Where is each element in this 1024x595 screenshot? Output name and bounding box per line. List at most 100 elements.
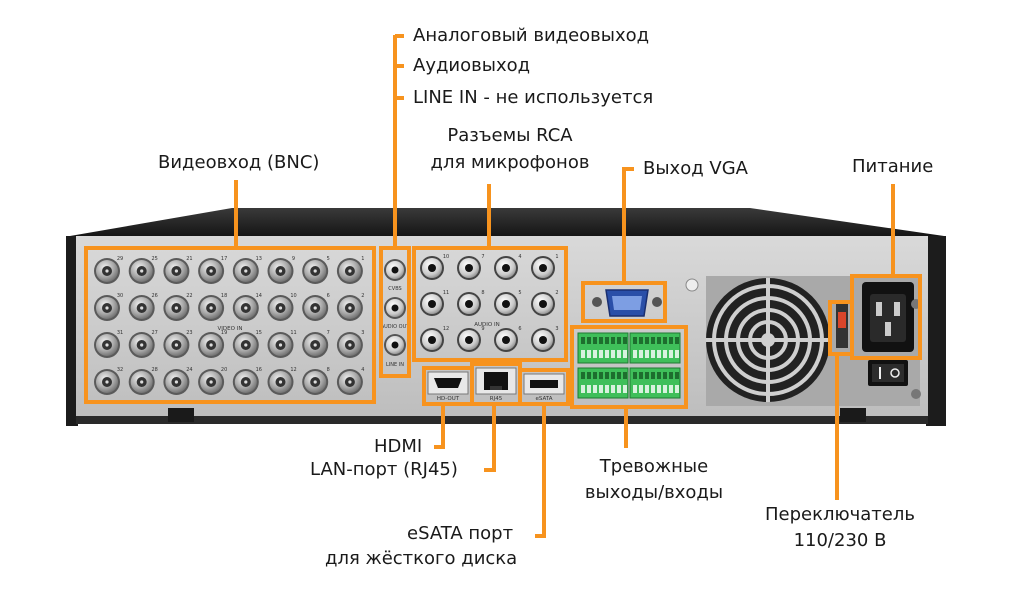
chassis-right-side bbox=[926, 236, 946, 426]
rca-channel-number: 11 bbox=[443, 290, 449, 296]
rca-connector-icon[interactable] bbox=[531, 292, 555, 316]
bnc-connector-icon[interactable] bbox=[128, 258, 155, 284]
bnc-channel-number: 20 bbox=[221, 367, 227, 373]
bnc-connector-icon[interactable] bbox=[128, 295, 155, 321]
bnc-connector-icon[interactable] bbox=[198, 258, 225, 284]
bnc-connector-icon[interactable] bbox=[302, 332, 329, 358]
bnc-connector-icon[interactable] bbox=[336, 369, 363, 395]
bnc-connector-icon[interactable] bbox=[198, 332, 225, 358]
rca-connector-icon[interactable] bbox=[457, 292, 481, 316]
rca-connector-icon[interactable] bbox=[457, 256, 481, 280]
bnc-channel-number: 14 bbox=[256, 293, 262, 299]
bnc-channel-number: 15 bbox=[256, 330, 262, 336]
rca-connector-icon[interactable] bbox=[494, 256, 518, 280]
bnc-channel-number: 6 bbox=[327, 293, 330, 299]
rca-channel-number: 1 bbox=[555, 254, 558, 260]
bnc-channel-number: 23 bbox=[186, 330, 192, 336]
callout-esata-line2: для жёсткого диска bbox=[325, 548, 518, 569]
rca-channel-number: 7 bbox=[481, 254, 484, 260]
hdmi-port-icon[interactable] bbox=[427, 371, 469, 395]
bnc-connector-icon[interactable] bbox=[94, 369, 120, 395]
bnc-connector-icon[interactable] bbox=[128, 369, 155, 395]
rca-connector-icon[interactable] bbox=[457, 328, 481, 352]
highlight-alarm bbox=[570, 325, 688, 409]
bnc-channel-number: 1 bbox=[361, 256, 364, 262]
bnc-connector-icon[interactable] bbox=[94, 295, 120, 321]
highlight-video-in bbox=[84, 246, 376, 404]
panel-label-hd-out: HD-OUT bbox=[437, 396, 460, 402]
panel-label-rj45: RJ45 bbox=[490, 396, 503, 402]
power-socket-icon[interactable] bbox=[862, 282, 914, 352]
bnc-connector-icon[interactable] bbox=[267, 369, 294, 395]
bnc-connector-icon[interactable] bbox=[94, 332, 120, 358]
panel-label-line-in: LINE IN bbox=[386, 362, 404, 368]
rca-connector-icon[interactable] bbox=[384, 334, 406, 356]
esata-port-icon[interactable] bbox=[523, 373, 565, 395]
callout-esata-line1: eSATA порт bbox=[407, 523, 514, 544]
callout-switch-line1: Переключатель bbox=[765, 504, 915, 525]
bnc-channel-number: 7 bbox=[327, 330, 330, 336]
rca-connector-icon[interactable] bbox=[494, 292, 518, 316]
screw bbox=[911, 389, 921, 399]
bnc-connector-icon[interactable] bbox=[232, 258, 259, 284]
bnc-connector-icon[interactable] bbox=[198, 295, 225, 321]
bnc-connector-icon[interactable] bbox=[267, 295, 294, 321]
rca-connector-icon[interactable] bbox=[384, 259, 406, 281]
rca-channel-number: 8 bbox=[481, 290, 484, 296]
rca-connector-icon[interactable] bbox=[531, 256, 555, 280]
bnc-connector-icon[interactable] bbox=[232, 369, 259, 395]
chassis-left-side bbox=[66, 236, 78, 426]
callout-power: Питание bbox=[852, 156, 934, 177]
bnc-channel-number: 24 bbox=[186, 367, 192, 373]
rca-connector-icon[interactable] bbox=[420, 328, 444, 352]
callout-rca-line1: Разъемы RCA bbox=[447, 125, 573, 146]
bnc-channel-number: 32 bbox=[117, 367, 123, 373]
rca-connector-icon[interactable] bbox=[384, 297, 406, 319]
bnc-connector-icon[interactable] bbox=[302, 258, 329, 284]
bnc-connector-icon[interactable] bbox=[163, 258, 190, 284]
rca-connector-icon[interactable] bbox=[420, 256, 444, 280]
panel-label-cvbs: CVBS bbox=[388, 286, 401, 292]
bnc-connector-icon[interactable] bbox=[128, 332, 155, 358]
bnc-channel-number: 19 bbox=[221, 330, 227, 336]
chassis-top bbox=[70, 208, 944, 236]
bnc-connector-icon[interactable] bbox=[302, 369, 329, 395]
bnc-connector-icon[interactable] bbox=[163, 369, 190, 395]
rca-connector-icon[interactable] bbox=[494, 328, 518, 352]
bnc-connector-icon[interactable] bbox=[163, 295, 190, 321]
bnc-channel-number: 30 bbox=[117, 293, 123, 299]
rca-channel-number: 5 bbox=[518, 290, 521, 296]
rca-channel-number: 3 bbox=[555, 326, 558, 332]
bnc-channel-number: 22 bbox=[186, 293, 192, 299]
rca-connector-icon[interactable] bbox=[420, 292, 444, 316]
rocker-switch-icon[interactable] bbox=[868, 360, 908, 386]
bnc-channel-number: 21 bbox=[186, 256, 192, 262]
bnc-connector-icon[interactable] bbox=[232, 295, 259, 321]
bnc-connector-icon[interactable] bbox=[336, 295, 363, 321]
voltage-switch-icon[interactable] bbox=[836, 304, 848, 348]
rca-channel-number: 2 bbox=[555, 290, 558, 296]
callout-hdmi: HDMI bbox=[374, 436, 423, 457]
bnc-channel-number: 3 bbox=[361, 330, 364, 336]
bnc-channel-number: 25 bbox=[152, 256, 158, 262]
bnc-connector-icon[interactable] bbox=[336, 332, 363, 358]
bnc-connector-icon[interactable] bbox=[267, 258, 294, 284]
rj45-port-icon[interactable] bbox=[475, 367, 517, 395]
callout-video-in: Видеовход (BNC) bbox=[158, 152, 320, 173]
bnc-channel-number: 2 bbox=[361, 293, 364, 299]
rca-connector-icon[interactable] bbox=[531, 328, 555, 352]
vga-port-icon[interactable] bbox=[592, 289, 662, 317]
bnc-connector-icon[interactable] bbox=[336, 258, 363, 284]
bnc-connector-icon[interactable] bbox=[163, 332, 190, 358]
bnc-connector-icon[interactable] bbox=[94, 258, 120, 284]
bnc-connector-icon[interactable] bbox=[198, 369, 225, 395]
bnc-connector-icon[interactable] bbox=[232, 332, 259, 358]
av-output-column bbox=[384, 259, 406, 356]
bnc-connector-icon[interactable] bbox=[302, 295, 329, 321]
bnc-channel-number: 11 bbox=[290, 330, 296, 336]
bnc-connector-icon[interactable] bbox=[267, 332, 294, 358]
terminal-block-icon[interactable] bbox=[577, 332, 681, 399]
